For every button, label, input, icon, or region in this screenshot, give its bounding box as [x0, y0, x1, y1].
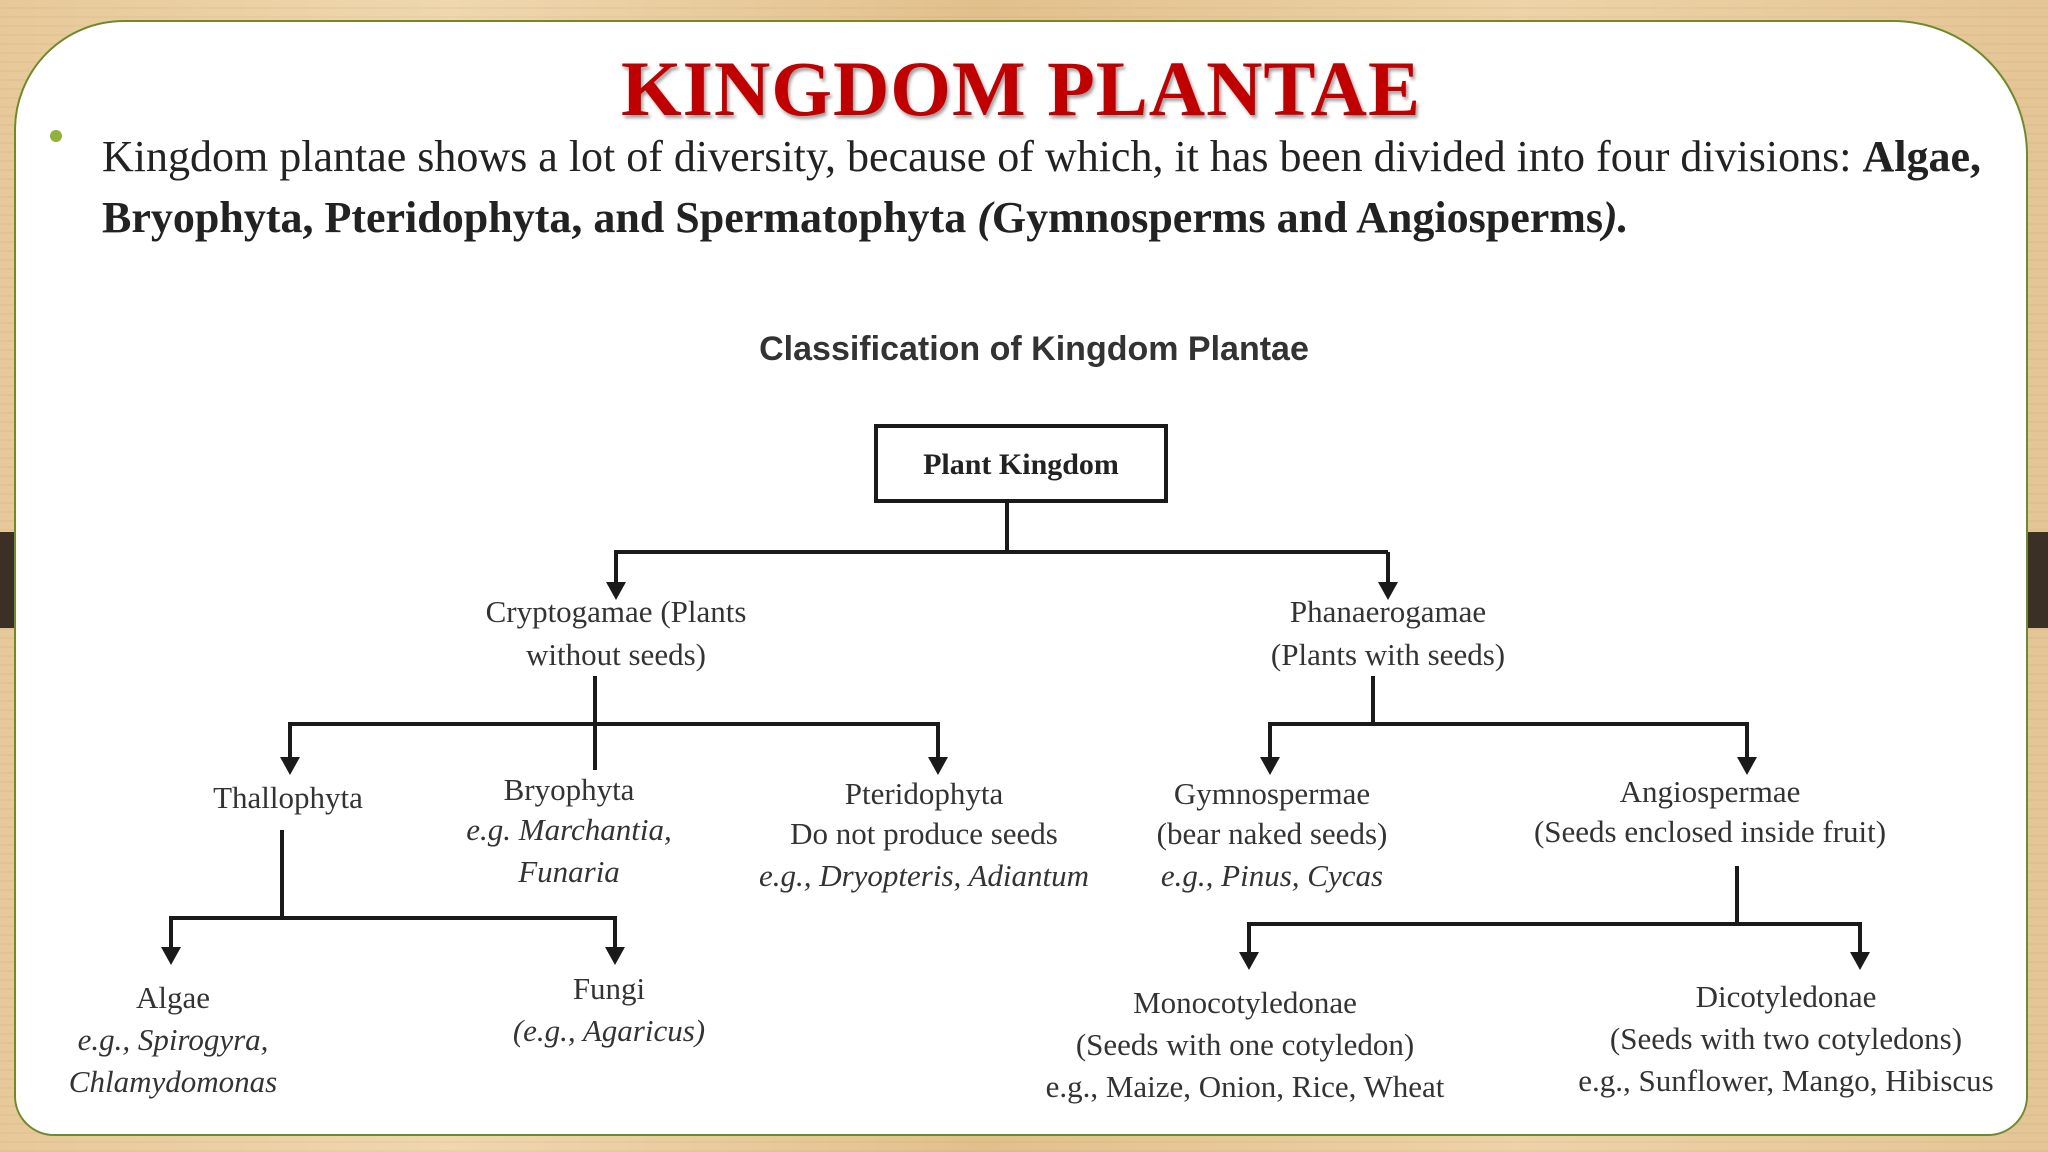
bullet-open-paren: ( [977, 193, 992, 242]
pteridophyta-label: Pteridophyta [845, 776, 1004, 811]
bryophyta-example-line1: e.g. Marchantia, [466, 812, 671, 847]
algae-example-line2: Chlamydomonas [69, 1064, 277, 1099]
phanaerogamae-line1: Phanaerogamae [1290, 594, 1486, 629]
diagram-heading: Classification of Kingdom Plantae [759, 330, 1309, 368]
dicotyledonae-example: e.g., Sunflower, Mango, Hibiscus [1578, 1063, 1994, 1098]
pteridophyta-example: e.g., Dryopteris, Adiantum [759, 858, 1089, 893]
fungi-example: (e.g., Agaricus) [513, 1013, 705, 1048]
monocotyledonae-label: Monocotyledonae [1133, 985, 1357, 1020]
pteridophyta-line2: Do not produce seeds [790, 816, 1058, 851]
bryophyta-label: Bryophyta [504, 772, 635, 807]
cryptogamae-line2: without seeds) [526, 637, 706, 672]
right-edge-bar [2028, 532, 2048, 628]
fungi-label: Fungi [573, 971, 646, 1006]
plant-kingdom-box [874, 424, 1168, 503]
bryophyta-example-line2: Funaria [517, 854, 620, 889]
monocotyledonae-example: e.g., Maize, Onion, Rice, Wheat [1046, 1069, 1445, 1104]
connector-thallophyta [161, 830, 625, 965]
gymnospermae-example: e.g., Pinus, Cycas [1161, 858, 1383, 893]
slide-title: KINGDOM PLANTAE [620, 45, 1422, 132]
bullet-divisions: Algae, Bryophyta, Pteridophyta, and Sper… [102, 132, 1982, 242]
connector-cryptogamae [280, 676, 948, 775]
dicotyledonae-line2: (Seeds with two cotyledons) [1610, 1021, 1962, 1056]
thallophyta-label: Thallophyta [213, 780, 363, 815]
connector-angiospermae [1239, 866, 1870, 970]
cryptogamae-line1: Cryptogamae (Plants [486, 594, 747, 629]
dicotyledonae-label: Dicotyledonae [1696, 979, 1877, 1014]
phanaerogamae-line2: (Plants with seeds) [1271, 637, 1505, 672]
angiospermae-line2: (Seeds enclosed inside fruit) [1534, 814, 1886, 849]
monocotyledonae-line2: (Seeds with one cotyledon) [1076, 1027, 1414, 1062]
connector-root [606, 502, 1398, 600]
algae-label: Algae [136, 980, 210, 1015]
angiospermae-label: Angiospermae [1620, 774, 1801, 809]
classification-diagram: Classification of Kingdom Plantae Plant … [69, 330, 1994, 1104]
bullet-text-plain: Kingdom plantae shows a lot of diversity… [102, 132, 1863, 181]
plant-kingdom-label: Plant Kingdom [923, 448, 1119, 481]
gymnospermae-line2: (bear naked seeds) [1157, 816, 1388, 851]
gymnospermae-label: Gymnospermae [1174, 776, 1370, 811]
connector-phanaerogamae [1260, 676, 1757, 775]
bullet-icon [50, 130, 62, 142]
algae-example-line1: e.g., Spirogyra, [78, 1022, 269, 1057]
bullet-spermatophyta-types: Gymnosperms and Angiosperms [991, 193, 1604, 242]
bullet-paragraph: Kingdom plantae shows a lot of diversity… [102, 126, 1982, 248]
slide-panel: KINGDOM PLANTAE Kingdom plantae shows a … [14, 20, 2028, 1136]
bullet-close-paren: ). [1603, 193, 1629, 242]
